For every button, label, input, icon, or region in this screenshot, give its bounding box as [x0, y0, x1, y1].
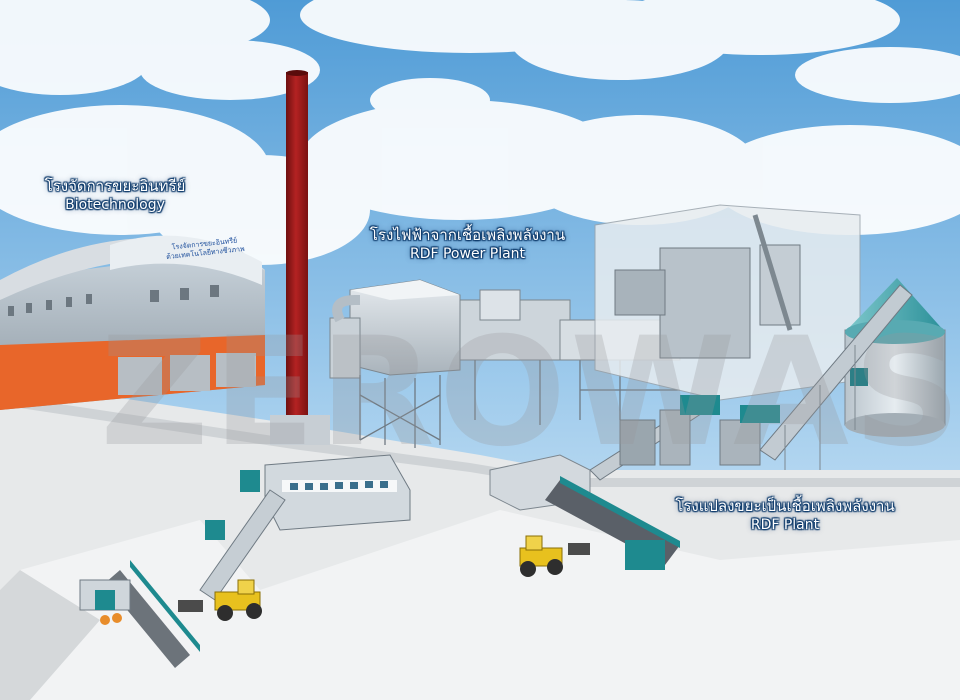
- tipping-hall: [79, 454, 411, 668]
- label-biotechnology-english: Biotechnology: [65, 197, 165, 214]
- label-power-plant-english: RDF Power Plant: [409, 246, 526, 263]
- chimney: [270, 70, 330, 445]
- sorting-equipment: [95, 590, 122, 625]
- label-rdf-plant-english: RDF Plant: [750, 517, 820, 534]
- biotech-building: [0, 235, 265, 410]
- wheel-loader-left: [178, 579, 262, 621]
- clouds: [0, 0, 960, 265]
- plant-floor: [0, 510, 960, 700]
- label-power-plant-thai: โรงไฟฟ้าจากเชื้อเพลิงพลังงาน: [369, 226, 566, 244]
- rdf-processing-line: [489, 395, 780, 570]
- label-rdf-plant: โรงแปลงขยะเป็นเชื้อเพลิงพลังงาน RDF Plan…: [650, 496, 920, 535]
- label-power-plant: โรงไฟฟ้าจากเชื้อเพลิงพลังงาน RDF Power P…: [345, 225, 590, 264]
- wheel-loader-right: [519, 535, 590, 577]
- label-rdf-plant-thai: โรงแปลงขยะเป็นเชื้อเพลิงพลังงาน: [675, 497, 895, 515]
- label-biotechnology: โรงจัดการขยะอินทรีย์ Biotechnology: [20, 176, 210, 215]
- label-biotechnology-thai: โรงจัดการขยะอินทรีย์: [44, 177, 186, 195]
- silo-conveyor: [759, 284, 913, 470]
